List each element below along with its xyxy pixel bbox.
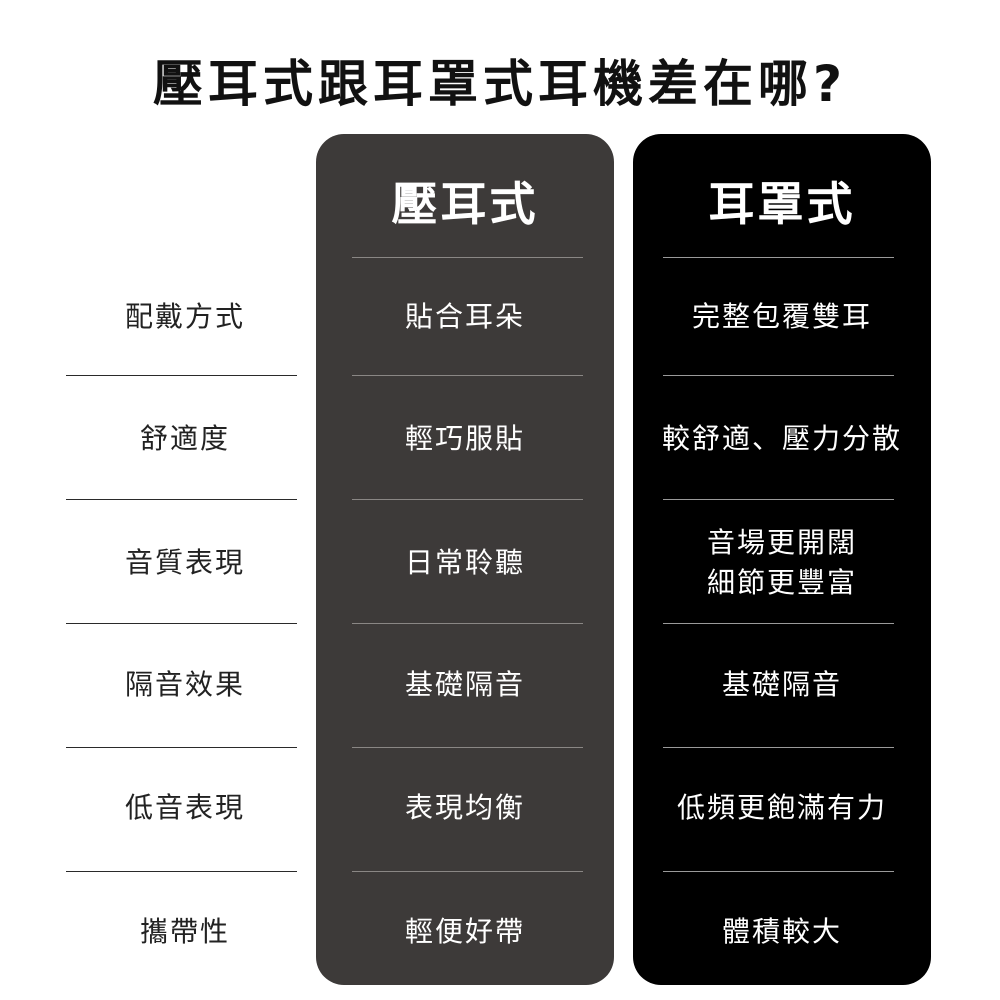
row-divider [66, 623, 297, 624]
row-label-portability: 攜帶性 [139, 915, 230, 948]
row-divider [663, 257, 894, 258]
over-ear-cell-comfort: 較舒適、壓力分散 [661, 422, 902, 455]
row-label-sound-quality: 音質表現 [124, 546, 245, 579]
over-ear-column-header: 耳罩式 [708, 177, 856, 231]
over-ear-cell-sound-quality: 音場更開闊 細節更豐富 [706, 526, 857, 599]
row-divider [663, 871, 894, 872]
on-ear-cell-bass: 表現均衡 [404, 791, 525, 824]
row-label-comfort: 舒適度 [139, 422, 230, 455]
row-divider [66, 871, 297, 872]
row-divider [352, 257, 583, 258]
row-divider [66, 499, 297, 500]
page-title: 壓耳式跟耳罩式耳機差在哪? [152, 55, 847, 113]
over-ear-cell-portability: 體積較大 [721, 915, 842, 948]
on-ear-cell-sound-quality: 日常聆聽 [404, 546, 525, 579]
on-ear-cell-isolation: 基礎隔音 [404, 668, 525, 701]
row-divider [352, 747, 583, 748]
row-divider [352, 623, 583, 624]
row-divider [663, 499, 894, 500]
on-ear-column-panel [316, 134, 614, 985]
row-label-bass: 低音表現 [124, 791, 245, 824]
row-divider [663, 623, 894, 624]
over-ear-cell-isolation: 基礎隔音 [721, 668, 842, 701]
on-ear-cell-comfort: 輕巧服貼 [404, 422, 525, 455]
over-ear-cell-wearing: 完整包覆雙耳 [691, 300, 872, 333]
row-divider [352, 499, 583, 500]
row-divider [66, 375, 297, 376]
over-ear-column-panel [633, 134, 931, 985]
row-divider [66, 747, 297, 748]
row-divider [352, 871, 583, 872]
on-ear-column-header: 壓耳式 [391, 177, 539, 231]
on-ear-cell-portability: 輕便好帶 [404, 915, 525, 948]
on-ear-cell-wearing: 貼合耳朵 [404, 300, 525, 333]
row-label-isolation: 隔音效果 [124, 668, 245, 701]
row-divider [663, 375, 894, 376]
row-divider [663, 747, 894, 748]
row-label-wearing: 配戴方式 [124, 300, 245, 333]
row-divider [352, 375, 583, 376]
over-ear-cell-bass: 低頻更飽滿有力 [676, 791, 887, 824]
